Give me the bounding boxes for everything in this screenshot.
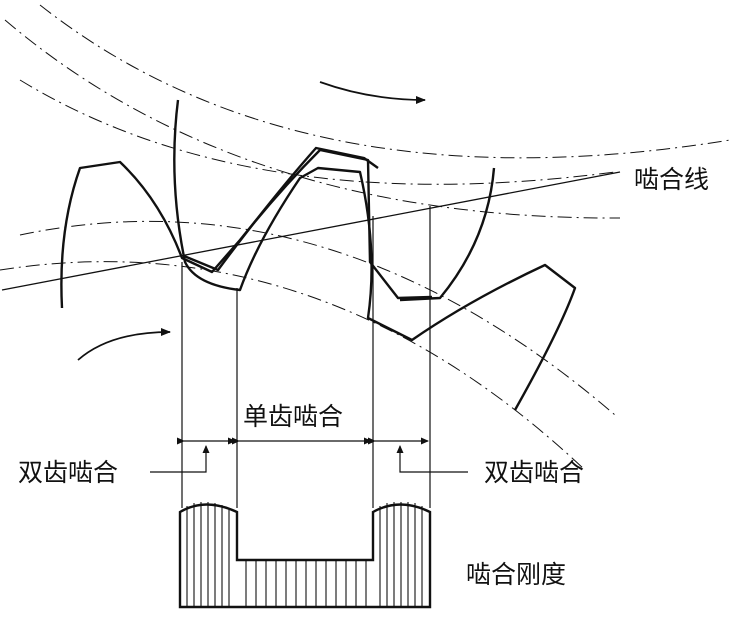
upper-gear-tooth-far-right — [400, 168, 494, 300]
stiffness-outline — [180, 505, 430, 608]
projection-lines — [182, 206, 430, 508]
rotation-arrows — [78, 82, 426, 360]
single-tooth-meshing-label: 单齿啮合 — [243, 402, 344, 431]
meshing-line-label: 啮合线 — [634, 165, 710, 194]
lower-gear-addendum-circle — [0, 262, 585, 470]
meshing-stiffness-label: 啮合刚度 — [466, 560, 567, 589]
lower-gear-tooth-left — [61, 150, 432, 308]
construction-circles — [0, 5, 730, 470]
lower-rotation-arrow — [78, 328, 171, 360]
upper-gear-addendum-circle — [20, 80, 615, 184]
upper-gear-pitch-circle — [5, 20, 620, 218]
lower-gear-pitch-circle — [20, 221, 615, 415]
double-tooth-meshing-left-label: 双齿啮合 — [18, 458, 119, 487]
upper-gear-tooth-center — [174, 100, 575, 410]
upper-gear-dedendum-circle — [40, 5, 730, 158]
leader-double-left — [150, 445, 210, 472]
dimension-arrows — [150, 437, 468, 472]
double-tooth-meshing-right-label: 双齿啮合 — [484, 458, 585, 487]
gear-teeth — [61, 100, 575, 410]
stiffness-diagram — [180, 502, 430, 607]
leader-double-right — [396, 445, 468, 472]
line-of-action — [2, 172, 620, 290]
upper-rotation-arrow — [320, 82, 426, 104]
upper-gear-tooth-right — [184, 148, 378, 270]
stiffness-hatching — [187, 502, 422, 607]
